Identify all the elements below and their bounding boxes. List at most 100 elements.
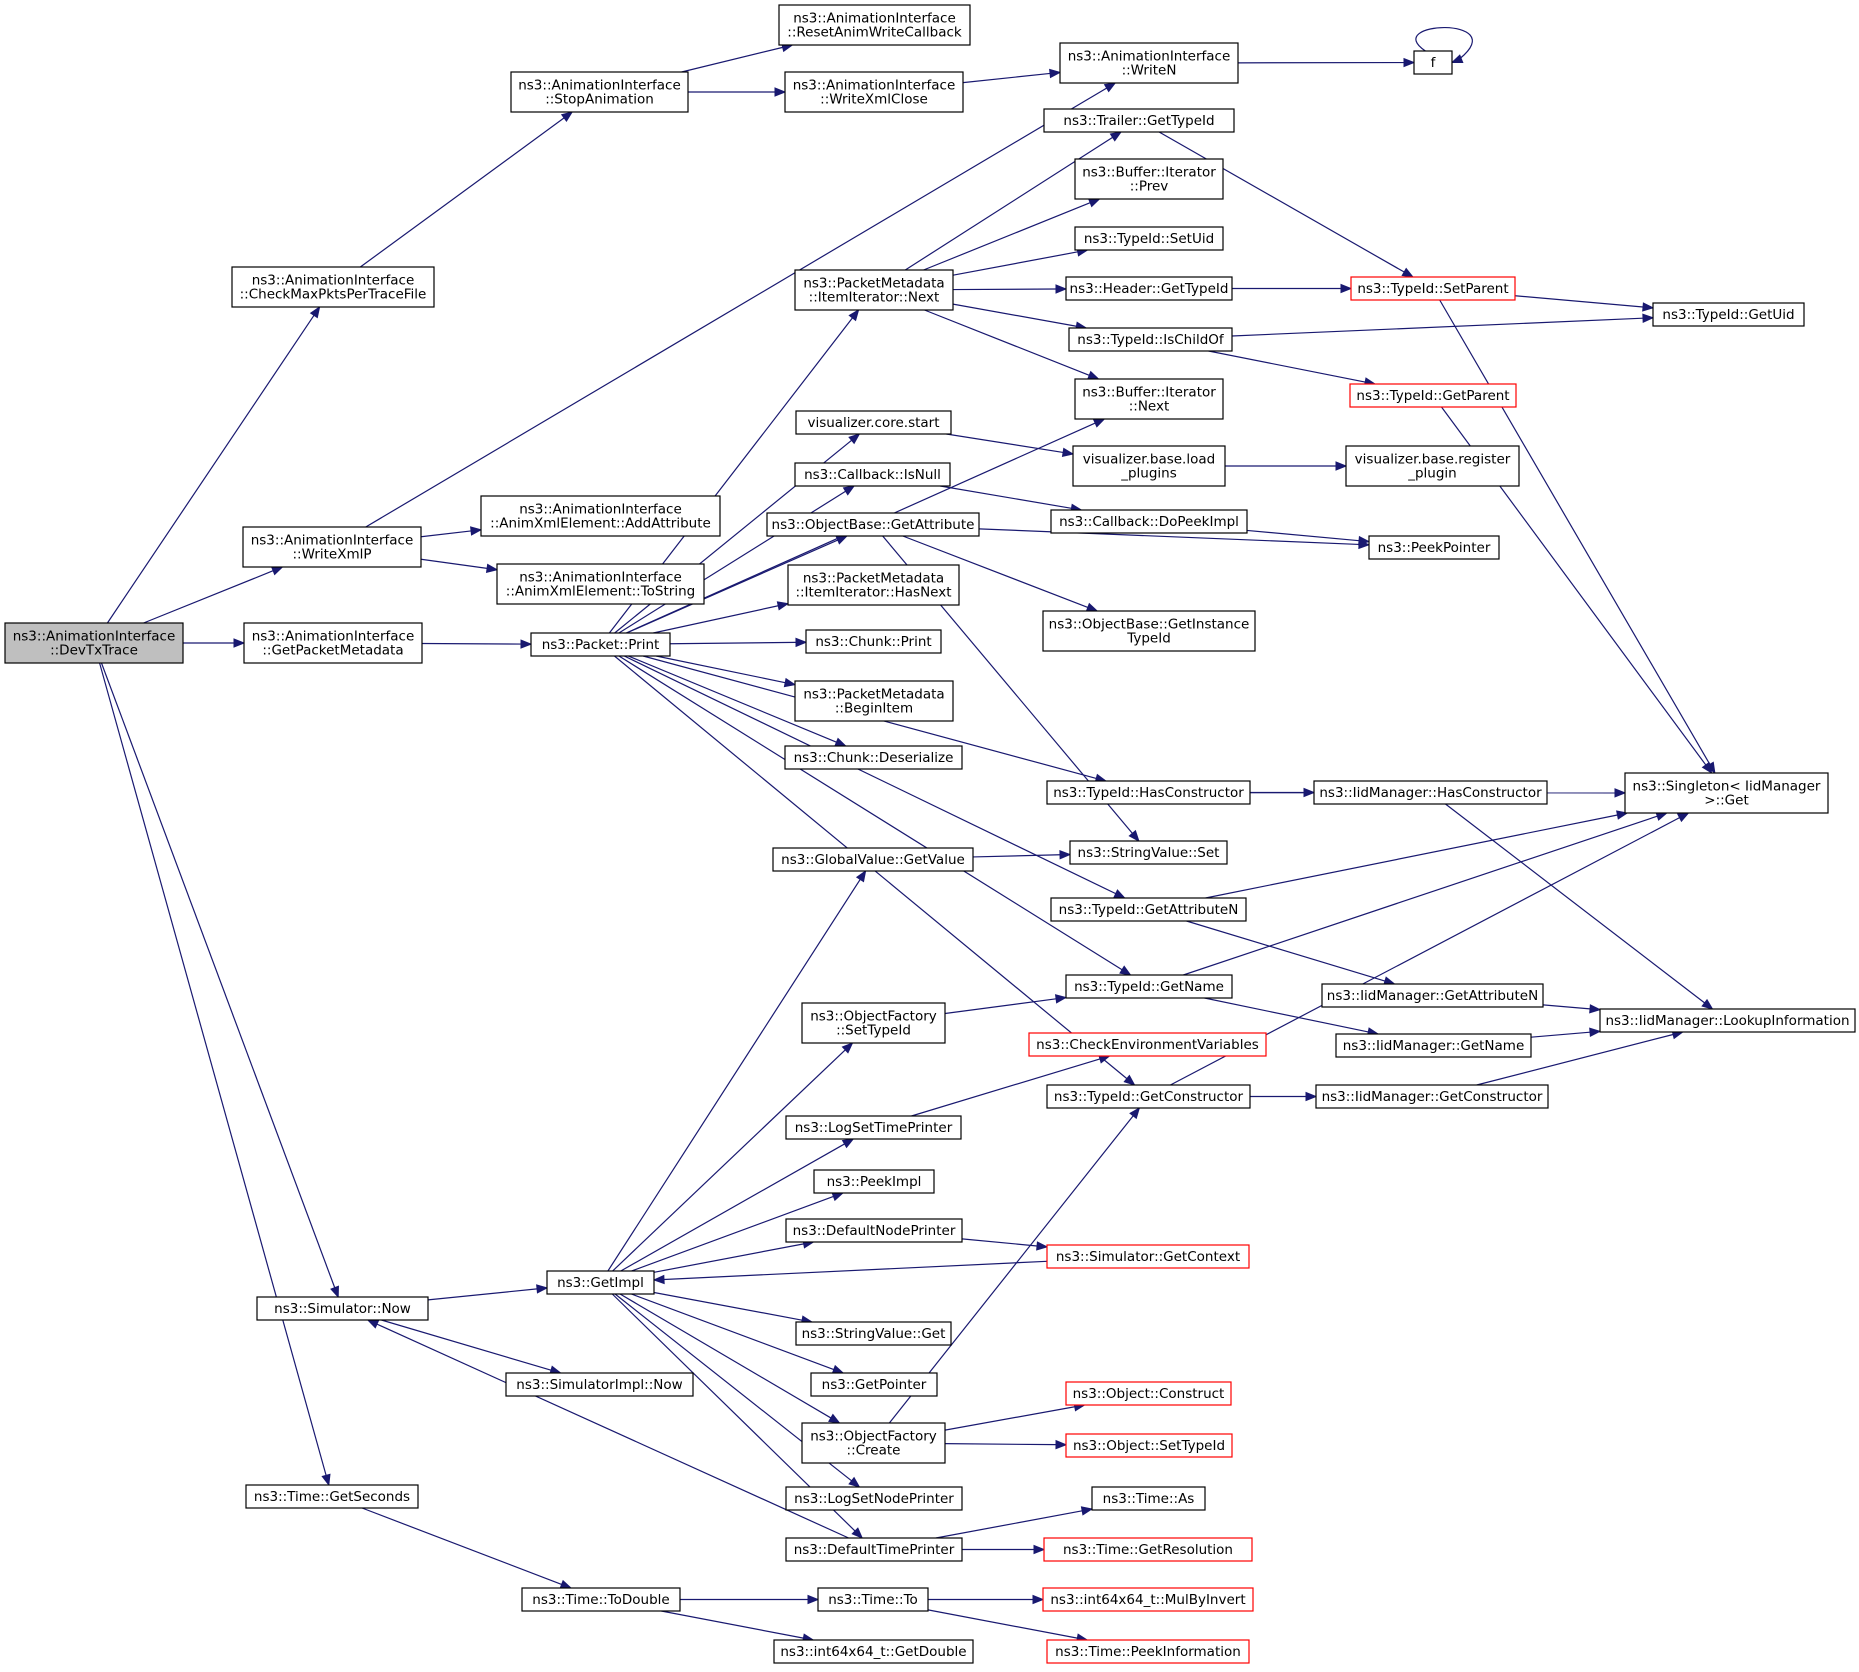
node-box (794, 462, 951, 487)
node-time-get-res[interactable]: ns3::Time::GetResolution (1043, 1537, 1253, 1562)
edge-getPktMeta-to-pktPrint (421, 639, 533, 649)
node-cb-do-peek[interactable]: ns3::Callback::DoPeekImpl (1050, 509, 1248, 534)
node-label: ns3::IidManager::GetName (1343, 1038, 1525, 1054)
node-root[interactable]: ns3::AnimationInterface::DevTxTrace (4, 622, 184, 664)
node-iid-get-name[interactable]: ns3::IidManager::GetName (1335, 1033, 1532, 1058)
node-write-n[interactable]: ns3::AnimationInterface::WriteN (1059, 42, 1239, 84)
node-check-env[interactable]: ns3::CheckEnvironmentVariables (1028, 1032, 1267, 1057)
node-of-set-type-id[interactable]: ns3::ObjectFactory::SetTypeId (801, 1002, 946, 1044)
node-label: ns3::IidManager::GetConstructor (1322, 1089, 1543, 1105)
node-f[interactable]: f (1413, 50, 1453, 75)
node-set-uid[interactable]: ns3::TypeId::SetUid (1074, 226, 1224, 251)
node-label: ns3::GetImpl (557, 1275, 644, 1291)
node-peek-impl[interactable]: ns3::PeekImpl (813, 1169, 935, 1194)
node-of-create[interactable]: ns3::ObjectFactory::Create (801, 1422, 946, 1464)
node-box (1042, 1587, 1254, 1612)
node-begin-item[interactable]: ns3::PacketMetadata::BeginItem (794, 680, 954, 722)
node-get-uid[interactable]: ns3::TypeId::GetUid (1652, 302, 1805, 327)
node-peek-pointer[interactable]: ns3::PeekPointer (1368, 535, 1500, 560)
node-get-parent[interactable]: ns3::TypeId::GetParent (1349, 383, 1517, 408)
node-get-ctor[interactable]: ns3::TypeId::GetConstructor (1046, 1084, 1251, 1109)
node-get-pointer[interactable]: ns3::GetPointer (810, 1372, 938, 1397)
node-peek-info[interactable]: ns3::Time::PeekInformation (1046, 1639, 1250, 1664)
node-chunk-print[interactable]: ns3::Chunk::Print (805, 629, 942, 654)
node-box (243, 622, 423, 664)
node-str-get[interactable]: ns3::StringValue::Get (795, 1321, 952, 1346)
node-has-ctor[interactable]: ns3::TypeId::HasConstructor (1046, 780, 1251, 805)
node-box (1368, 535, 1500, 560)
node-label: ns3::TypeId::GetUid (1662, 307, 1794, 323)
node-item-next[interactable]: ns3::PacketMetadata::ItemIterator::Next (794, 269, 954, 311)
node-label: ns3::LogSetNodePrinter (794, 1491, 954, 1507)
edge-writeXmlP-to-toString (420, 558, 499, 573)
node-pkt-print[interactable]: ns3::Packet::Print (530, 632, 671, 657)
node-log-set-node[interactable]: ns3::LogSetNodePrinter (785, 1486, 963, 1511)
node-time-to[interactable]: ns3::Time::To (817, 1587, 929, 1612)
node-sim-impl-now[interactable]: ns3::SimulatorImpl::Now (505, 1372, 694, 1397)
node-obj-get-attr[interactable]: ns3::ObjectBase::GetAttribute (766, 512, 980, 537)
node-obj-set-type-id[interactable]: ns3::Object::SetTypeId (1065, 1433, 1233, 1458)
node-get-attr-n[interactable]: ns3::TypeId::GetAttributeN (1050, 897, 1247, 922)
node-log-set-time[interactable]: ns3::LogSetTimePrinter (785, 1115, 962, 1140)
node-stop-anim[interactable]: ns3::AnimationInterface::StopAnimation (510, 71, 689, 113)
node-write-xml-close[interactable]: ns3::AnimationInterface::WriteXmlClose (784, 71, 964, 113)
node-write-xml-p[interactable]: ns3::AnimationInterface::WriteXmlP (242, 526, 422, 568)
edge-itemNext-to-isChildOf (952, 303, 1088, 331)
node-time-as[interactable]: ns3::Time::As (1091, 1486, 1206, 1511)
node-check-max[interactable]: ns3::AnimationInterface::CheckMaxPktsPer… (231, 266, 435, 308)
node-sim-get-context[interactable]: ns3::Simulator::GetContext (1046, 1244, 1250, 1269)
node-def-time-printer[interactable]: ns3::DefaultTimePrinter (785, 1537, 963, 1562)
node-vis-load[interactable]: visualizer.base.load_plugins (1072, 445, 1226, 487)
node-label: ns3::StringValue::Set (1078, 845, 1220, 861)
node-label: ::BeginItem (835, 701, 913, 717)
nodes-layer: ns3::AnimationInterface::DevTxTracens3::… (4, 4, 1856, 1664)
node-header-get-type-id[interactable]: ns3::Header::GetTypeId (1065, 276, 1233, 301)
node-set-parent[interactable]: ns3::TypeId::SetParent (1350, 276, 1516, 301)
node-label: _plugin (1407, 466, 1457, 482)
node-iid-get-attr-n[interactable]: ns3::IidManager::GetAttributeN (1321, 983, 1544, 1008)
node-time-to-double[interactable]: ns3::Time::ToDouble (521, 1587, 681, 1612)
node-label: ns3::IidManager::LookupInformation (1605, 1013, 1849, 1029)
node-trailer-get-type-id[interactable]: ns3::Trailer::GetTypeId (1043, 108, 1235, 133)
node-label: ::WriteN (1122, 63, 1177, 79)
node-get-impl[interactable]: ns3::GetImpl (546, 1270, 655, 1295)
node-add-attr[interactable]: ns3::AnimationInterface::AnimXmlElement:… (480, 495, 721, 537)
node-get-pkt-meta[interactable]: ns3::AnimationInterface::GetPacketMetada… (243, 622, 423, 664)
node-label: ::AnimXmlElement::ToString (506, 584, 695, 600)
node-has-next[interactable]: ns3::PacketMetadata::ItemIterator::HasNe… (787, 564, 960, 606)
node-label: ns3::TypeId::SetUid (1084, 231, 1214, 247)
node-label: ns3::Packet::Print (542, 637, 660, 653)
node-label: ::WriteXmlP (292, 547, 371, 563)
node-vis-register[interactable]: visualizer.base.register_plugin (1345, 445, 1520, 487)
node-box (1046, 1084, 1251, 1109)
node-label: TypeId (1126, 631, 1171, 647)
node-def-node-printer[interactable]: ns3::DefaultNodePrinter (785, 1218, 963, 1243)
node-vis-start[interactable]: visualizer.core.start (795, 410, 952, 435)
node-iid-get-ctor[interactable]: ns3::IidManager::GetConstructor (1315, 1084, 1549, 1109)
node-chunk-deser[interactable]: ns3::Chunk::Deserialize (784, 745, 963, 770)
node-buf-next[interactable]: ns3::Buffer::Iterator::Next (1074, 378, 1224, 420)
node-label: ns3::TypeId::GetConstructor (1054, 1089, 1244, 1105)
edge-root-to-simNow (100, 662, 339, 1299)
node-is-child-of[interactable]: ns3::TypeId::IsChildOf (1068, 327, 1233, 352)
node-str-set[interactable]: ns3::StringValue::Set (1069, 840, 1228, 865)
node-lookup-info[interactable]: ns3::IidManager::LookupInformation (1599, 1008, 1856, 1033)
edge-stopAnim-to-writeXmlClose (688, 87, 787, 97)
node-obj-construct[interactable]: ns3::Object::Construct (1065, 1381, 1232, 1406)
node-buf-prev[interactable]: ns3::Buffer::Iterator::Prev (1074, 158, 1224, 200)
node-sim-now[interactable]: ns3::Simulator::Now (256, 1296, 429, 1321)
node-box (1065, 1433, 1233, 1458)
node-get-name[interactable]: ns3::TypeId::GetName (1065, 974, 1233, 999)
node-singleton-get[interactable]: ns3::Singleton< IidManager>::Get (1624, 772, 1829, 814)
node-cb-is-null[interactable]: ns3::Callback::IsNull (794, 462, 951, 487)
node-reset-anim[interactable]: ns3::AnimationInterface::ResetAnimWriteC… (778, 4, 971, 46)
node-time-get-sec[interactable]: ns3::Time::GetSeconds (245, 1484, 419, 1509)
node-get-double[interactable]: ns3::int64x64_t::GetDouble (773, 1639, 974, 1664)
node-global-get-value[interactable]: ns3::GlobalValue::GetValue (772, 847, 974, 872)
node-iid-has-ctor[interactable]: ns3::IidManager::HasConstructor (1313, 780, 1548, 805)
node-label: _plugins (1120, 466, 1177, 482)
node-to-string[interactable]: ns3::AnimationInterface::AnimXmlElement:… (496, 563, 705, 605)
node-mul-by-invert[interactable]: ns3::int64x64_t::MulByInvert (1042, 1587, 1254, 1612)
